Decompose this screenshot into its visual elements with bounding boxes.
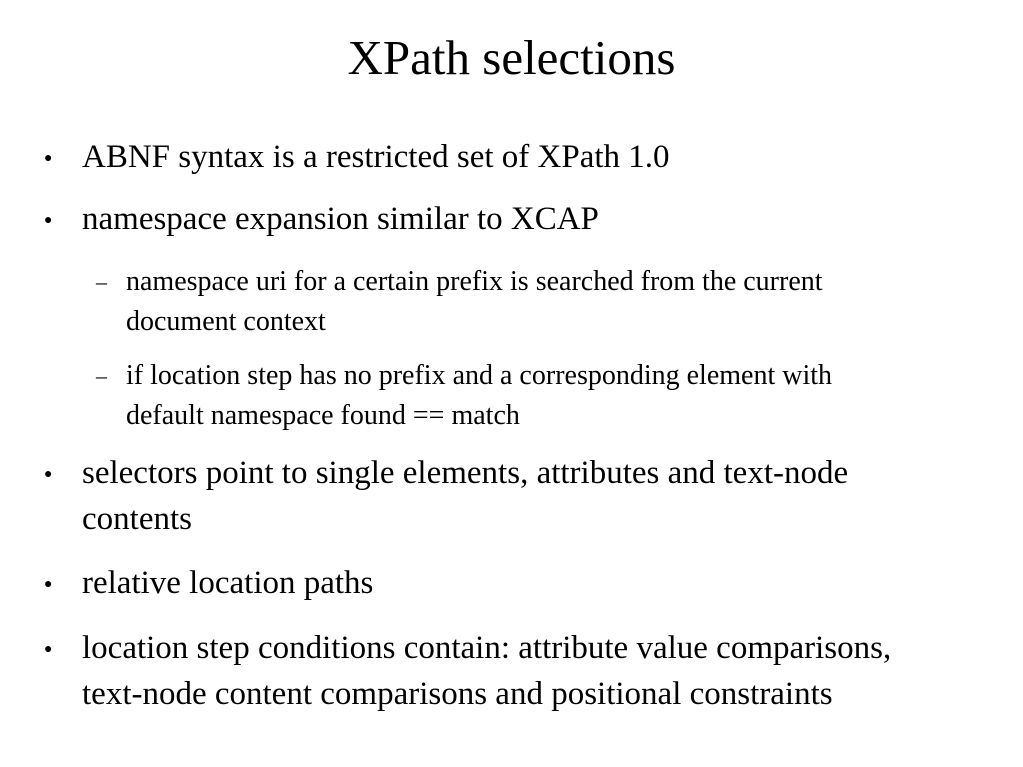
bullet-icon: ● <box>44 213 53 228</box>
bullet-item: selectors point to single elements, attr… <box>82 455 849 537</box>
bullet-icon: ● <box>44 642 53 657</box>
dash-icon: – <box>96 363 107 388</box>
sub-bullet-item: if location step has no prefix and a cor… <box>126 360 833 431</box>
bullet-item: ABNF syntax is a restricted set of XPath… <box>82 139 670 175</box>
bullet-icon: ● <box>44 467 53 482</box>
slide-title: XPath selections <box>347 30 676 85</box>
sub-bullet-item: namespace uri for a certain prefix is se… <box>126 266 823 337</box>
bullet-item: relative location paths <box>82 565 374 601</box>
dash-icon: – <box>96 269 107 294</box>
bullet-item: location step conditions contain: attrib… <box>82 630 892 712</box>
bullet-icon: ● <box>44 577 53 592</box>
bullet-item: namespace expansion similar to XCAP <box>82 201 599 237</box>
bullet-icon: ● <box>44 151 53 166</box>
